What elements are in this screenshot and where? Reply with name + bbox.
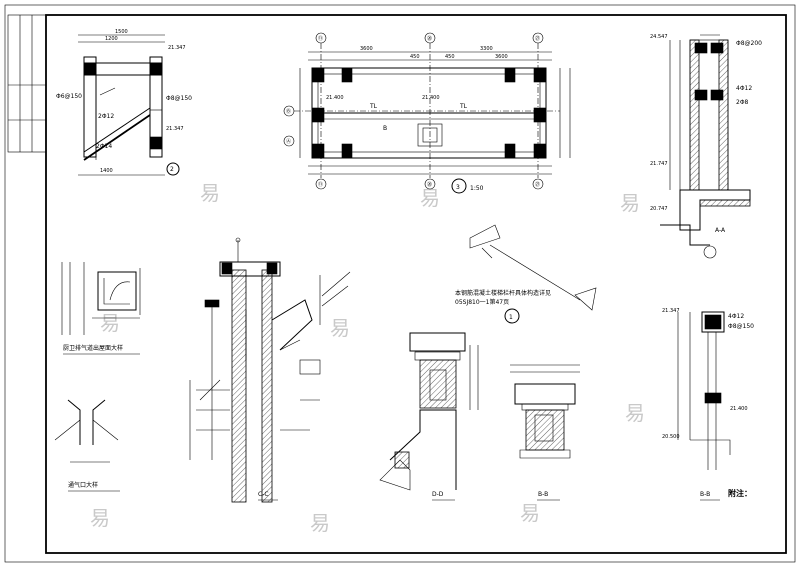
detail-number: 1 xyxy=(509,314,513,321)
section-label: B-B xyxy=(700,491,710,498)
detail-number: 2 xyxy=(170,166,174,173)
svg-text:2Φ12: 2Φ12 xyxy=(98,113,114,120)
svg-text:4Φ12: 4Φ12 xyxy=(736,85,752,92)
svg-text:21.747: 21.747 xyxy=(650,161,668,167)
svg-text:21.347: 21.347 xyxy=(662,308,680,314)
svg-text:21.400: 21.400 xyxy=(730,406,748,412)
svg-text:B: B xyxy=(383,125,387,132)
svg-text:Φ8@150: Φ8@150 xyxy=(728,323,754,330)
svg-text:㉗: ㉗ xyxy=(535,181,540,188)
svg-text:Φ6@150: Φ6@150 xyxy=(56,93,82,100)
svg-text:05SJ810一1第47页: 05SJ810一1第47页 xyxy=(455,298,509,306)
svg-text:21.347: 21.347 xyxy=(168,45,186,51)
svg-text:TL: TL xyxy=(369,103,378,110)
notes-label: 附注： xyxy=(728,488,752,498)
svg-text:3600: 3600 xyxy=(495,54,508,60)
section-cc: C-C xyxy=(189,237,351,503)
binding-margin-table xyxy=(7,14,47,153)
inner-border xyxy=(45,14,787,554)
svg-text:⑳: ⑳ xyxy=(427,35,432,42)
svg-text:⑳: ⑳ xyxy=(427,181,432,188)
detail-2: 1500 1200 1400 2Φ12 Φ6@150 Φ8@150 2Φ14 2… xyxy=(56,29,192,176)
svg-text:Φ8@200: Φ8@200 xyxy=(736,40,762,47)
watermark: 易 xyxy=(330,316,350,340)
watermark: 易 xyxy=(625,401,645,425)
svg-text:21.400: 21.400 xyxy=(422,95,440,101)
svg-text:2Φ8: 2Φ8 xyxy=(736,99,749,106)
svg-text:450: 450 xyxy=(410,54,420,60)
svg-text:TL: TL xyxy=(459,103,468,110)
section-aa: Φ8@200 4Φ12 2Φ8 24.547 21.747 20.747 A-A xyxy=(650,34,762,259)
section-label: D-D xyxy=(432,491,444,498)
watermark-layer: 易 易 易 易 易 易 易 易 易 xyxy=(90,181,645,535)
caption: 厨卫排气道出屋面大样 xyxy=(63,344,123,352)
watermark: 易 xyxy=(200,181,220,205)
vent-outlet-detail: 通气口大样 xyxy=(54,399,120,492)
section-dd: D-D xyxy=(379,332,479,501)
svg-text:1500: 1500 xyxy=(115,29,128,35)
toilet-vent-detail: 厨卫排气道出屋面大样 xyxy=(61,262,141,355)
svg-text:Ⓐ: Ⓐ xyxy=(286,138,291,145)
section-bb: B-B xyxy=(510,364,580,501)
svg-text:3300: 3300 xyxy=(480,46,493,52)
svg-text:3600: 3600 xyxy=(360,46,373,52)
svg-text:4Φ12: 4Φ12 xyxy=(728,313,744,320)
outer-border xyxy=(4,4,796,563)
watermark: 易 xyxy=(90,506,110,530)
svg-text:1:50: 1:50 xyxy=(470,185,484,192)
svg-text:Ⓑ: Ⓑ xyxy=(286,108,291,115)
svg-text:20.747: 20.747 xyxy=(650,206,668,212)
svg-text:本钢筋混凝土楼梯栏杆具体构造详见: 本钢筋混凝土楼梯栏杆具体构造详见 xyxy=(455,289,551,297)
svg-text:⑪: ⑪ xyxy=(318,35,323,42)
svg-text:24.547: 24.547 xyxy=(650,34,668,40)
svg-text:⑪: ⑪ xyxy=(318,181,323,188)
svg-text:Φ8@150: Φ8@150 xyxy=(166,95,192,102)
svg-text:1200: 1200 xyxy=(105,36,118,42)
detail-1: 本钢筋混凝土楼梯栏杆具体构造详见 05SJ810一1第47页 1 xyxy=(455,224,597,324)
svg-text:21.347: 21.347 xyxy=(166,126,184,132)
svg-text:㉗: ㉗ xyxy=(535,35,540,42)
watermark: 易 xyxy=(100,311,120,335)
section-label: A-A xyxy=(715,227,726,234)
section-bb-right: 4Φ12 Φ8@150 21.347 21.400 20.500 B-B 附注： xyxy=(662,308,754,501)
section-label: B-B xyxy=(538,491,548,498)
svg-text:20.500: 20.500 xyxy=(662,434,680,440)
svg-text:2Φ14: 2Φ14 xyxy=(96,143,112,150)
watermark: 易 xyxy=(620,191,640,215)
svg-text:450: 450 xyxy=(445,54,455,60)
detail-3-plan: ⑪ ⑳ ㉗ 3600 450 3300 450 3600 xyxy=(283,32,571,194)
watermark: 易 xyxy=(420,186,440,210)
section-label: C-C xyxy=(258,491,269,498)
svg-text:3: 3 xyxy=(456,184,460,191)
svg-text:1400: 1400 xyxy=(100,168,113,174)
svg-text:21.400: 21.400 xyxy=(326,95,344,101)
watermark: 易 xyxy=(520,501,540,525)
watermark: 易 xyxy=(310,511,330,535)
caption: 通气口大样 xyxy=(68,481,98,489)
